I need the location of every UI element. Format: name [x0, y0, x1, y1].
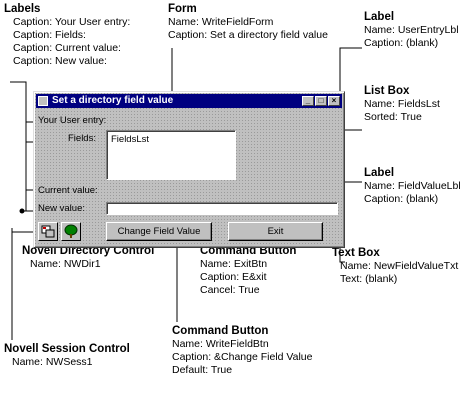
novell-directory-control-icon — [61, 222, 81, 241]
annotation-heading: Label — [364, 11, 395, 23]
annotation-line: Caption: New value: — [13, 55, 107, 67]
window-title: Set a directory field value — [52, 95, 174, 106]
label-new-value: New value: — [38, 203, 85, 214]
annotation-line: Caption: Set a directory field value — [168, 29, 328, 41]
annotation-line: Caption: Your User entry: — [13, 16, 131, 28]
annotation-line: Name: WriteFieldForm — [168, 16, 274, 28]
annotation-heading: Command Button — [172, 325, 269, 337]
annotation-heading: List Box — [364, 85, 410, 97]
annotation-label-user-entry: Label Name: UserEntryLbl Caption: (blank… — [364, 10, 459, 50]
annotation-line: Default: True — [172, 364, 233, 376]
annotation-line: Name: NewFieldValueTxt — [340, 260, 459, 272]
annotation-heading: Form — [168, 3, 197, 15]
annotation-line: Caption: &Change Field Value — [172, 351, 313, 363]
novell-session-control-icon — [38, 222, 58, 241]
minimize-icon[interactable]: _ — [302, 96, 314, 106]
annotation-heading: Novell Session Control — [4, 343, 130, 355]
fields-listbox[interactable]: FieldsLst — [106, 130, 236, 180]
annotation-novell-session: Novell Session Control Name: NWSess1 — [4, 342, 130, 369]
maximize-icon[interactable]: □ — [315, 96, 327, 106]
tree-icon — [64, 224, 78, 238]
label-current-value: Current value: — [38, 185, 98, 196]
annotation-line: Name: WriteFieldBtn — [172, 338, 269, 350]
annotation-heading: Novell Directory Control — [22, 245, 155, 257]
list-item[interactable]: FieldsLst — [111, 134, 150, 145]
annotation-labels: Labels Caption: Your User entry: Caption… — [4, 2, 130, 68]
annotation-line: Sorted: True — [364, 111, 422, 123]
annotation-heading: Label — [364, 167, 395, 179]
annotation-line: Name: NWSess1 — [12, 356, 93, 368]
annotation-line: Caption: E&xit — [200, 271, 267, 283]
annotation-line: Caption: Current value: — [13, 42, 121, 54]
annotation-list-box: List Box Name: FieldsLst Sorted: True — [364, 84, 440, 124]
annotation-command-write: Command Button Name: WriteFieldBtn Capti… — [172, 324, 312, 377]
annotation-text-box: Text Box Name: NewFieldValueTxt Text: (b… — [332, 246, 458, 286]
annotation-line: Name: FieldValueLbl — [364, 180, 461, 192]
annotation-heading: Command Button — [200, 245, 297, 257]
button-label: Exit — [267, 226, 284, 237]
annotation-line: Caption: (blank) — [364, 193, 439, 205]
form-icon — [38, 96, 48, 106]
exit-button[interactable]: Exit — [228, 222, 323, 241]
annotation-line: Cancel: True — [200, 284, 260, 296]
annotation-line: Caption: (blank) — [364, 37, 439, 49]
form-window: Set a directory field value _ □ × Your U… — [33, 91, 345, 248]
button-label: Change Field Value — [117, 226, 201, 237]
annotation-command-exit: Command Button Name: ExitBtn Caption: E&… — [200, 244, 296, 297]
annotation-line: Name: UserEntryLbl — [364, 24, 459, 36]
title-bar[interactable]: Set a directory field value _ □ × — [36, 94, 342, 108]
annotation-line: Text: (blank) — [340, 273, 398, 285]
label-user-entry: Your User entry: — [38, 115, 107, 126]
annotation-line: Name: FieldsLst — [364, 98, 440, 110]
annotation-line: Name: NWDir1 — [30, 258, 101, 270]
annotation-form: Form Name: WriteFieldForm Caption: Set a… — [168, 2, 328, 42]
change-field-value-button[interactable]: Change Field Value — [106, 222, 212, 241]
annotation-label-field-value: Label Name: FieldValueLbl Caption: (blan… — [364, 166, 461, 206]
annotation-heading: Text Box — [332, 247, 380, 259]
close-icon[interactable]: × — [328, 96, 340, 106]
annotation-novell-directory: Novell Directory Control Name: NWDir1 — [22, 244, 154, 271]
annotation-line: Caption: Fields: — [13, 29, 86, 41]
label-fields: Fields: — [68, 133, 96, 144]
session-glyph-icon — [41, 225, 55, 238]
annotation-line: Name: ExitBtn — [200, 258, 268, 270]
new-value-textbox[interactable] — [106, 202, 338, 215]
annotation-heading: Labels — [4, 3, 41, 15]
